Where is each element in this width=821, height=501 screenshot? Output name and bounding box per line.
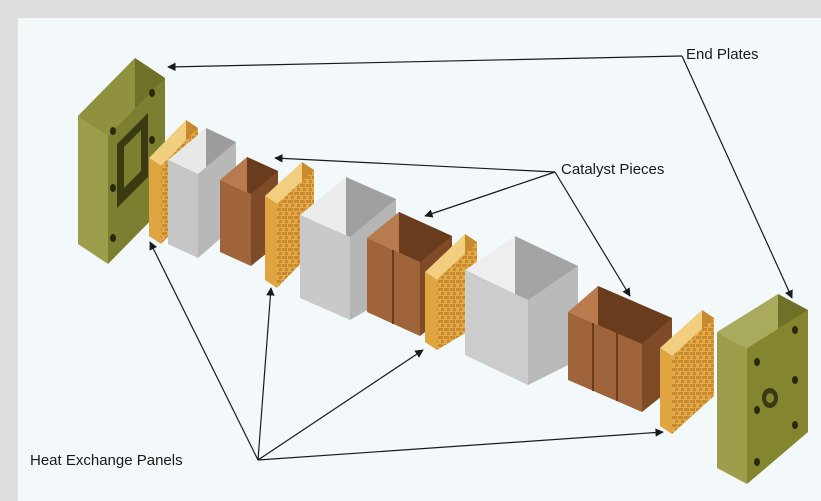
end-plates-leaders xyxy=(167,55,793,299)
heat-exchange-panels-leaders xyxy=(149,241,664,461)
catalyst-pieces-label: Catalyst Pieces xyxy=(561,161,665,178)
catalyst-piece-3 xyxy=(568,286,672,412)
heat-exchange-panel-4 xyxy=(660,310,714,434)
heat-exchange-panels-label: Heat Exchange Panels xyxy=(30,452,183,469)
end-plates-label: End Plates xyxy=(686,46,759,63)
catalyst-pieces-leaders xyxy=(274,154,631,297)
spacer-frame-3 xyxy=(465,236,578,385)
end-plate-right xyxy=(717,294,808,484)
